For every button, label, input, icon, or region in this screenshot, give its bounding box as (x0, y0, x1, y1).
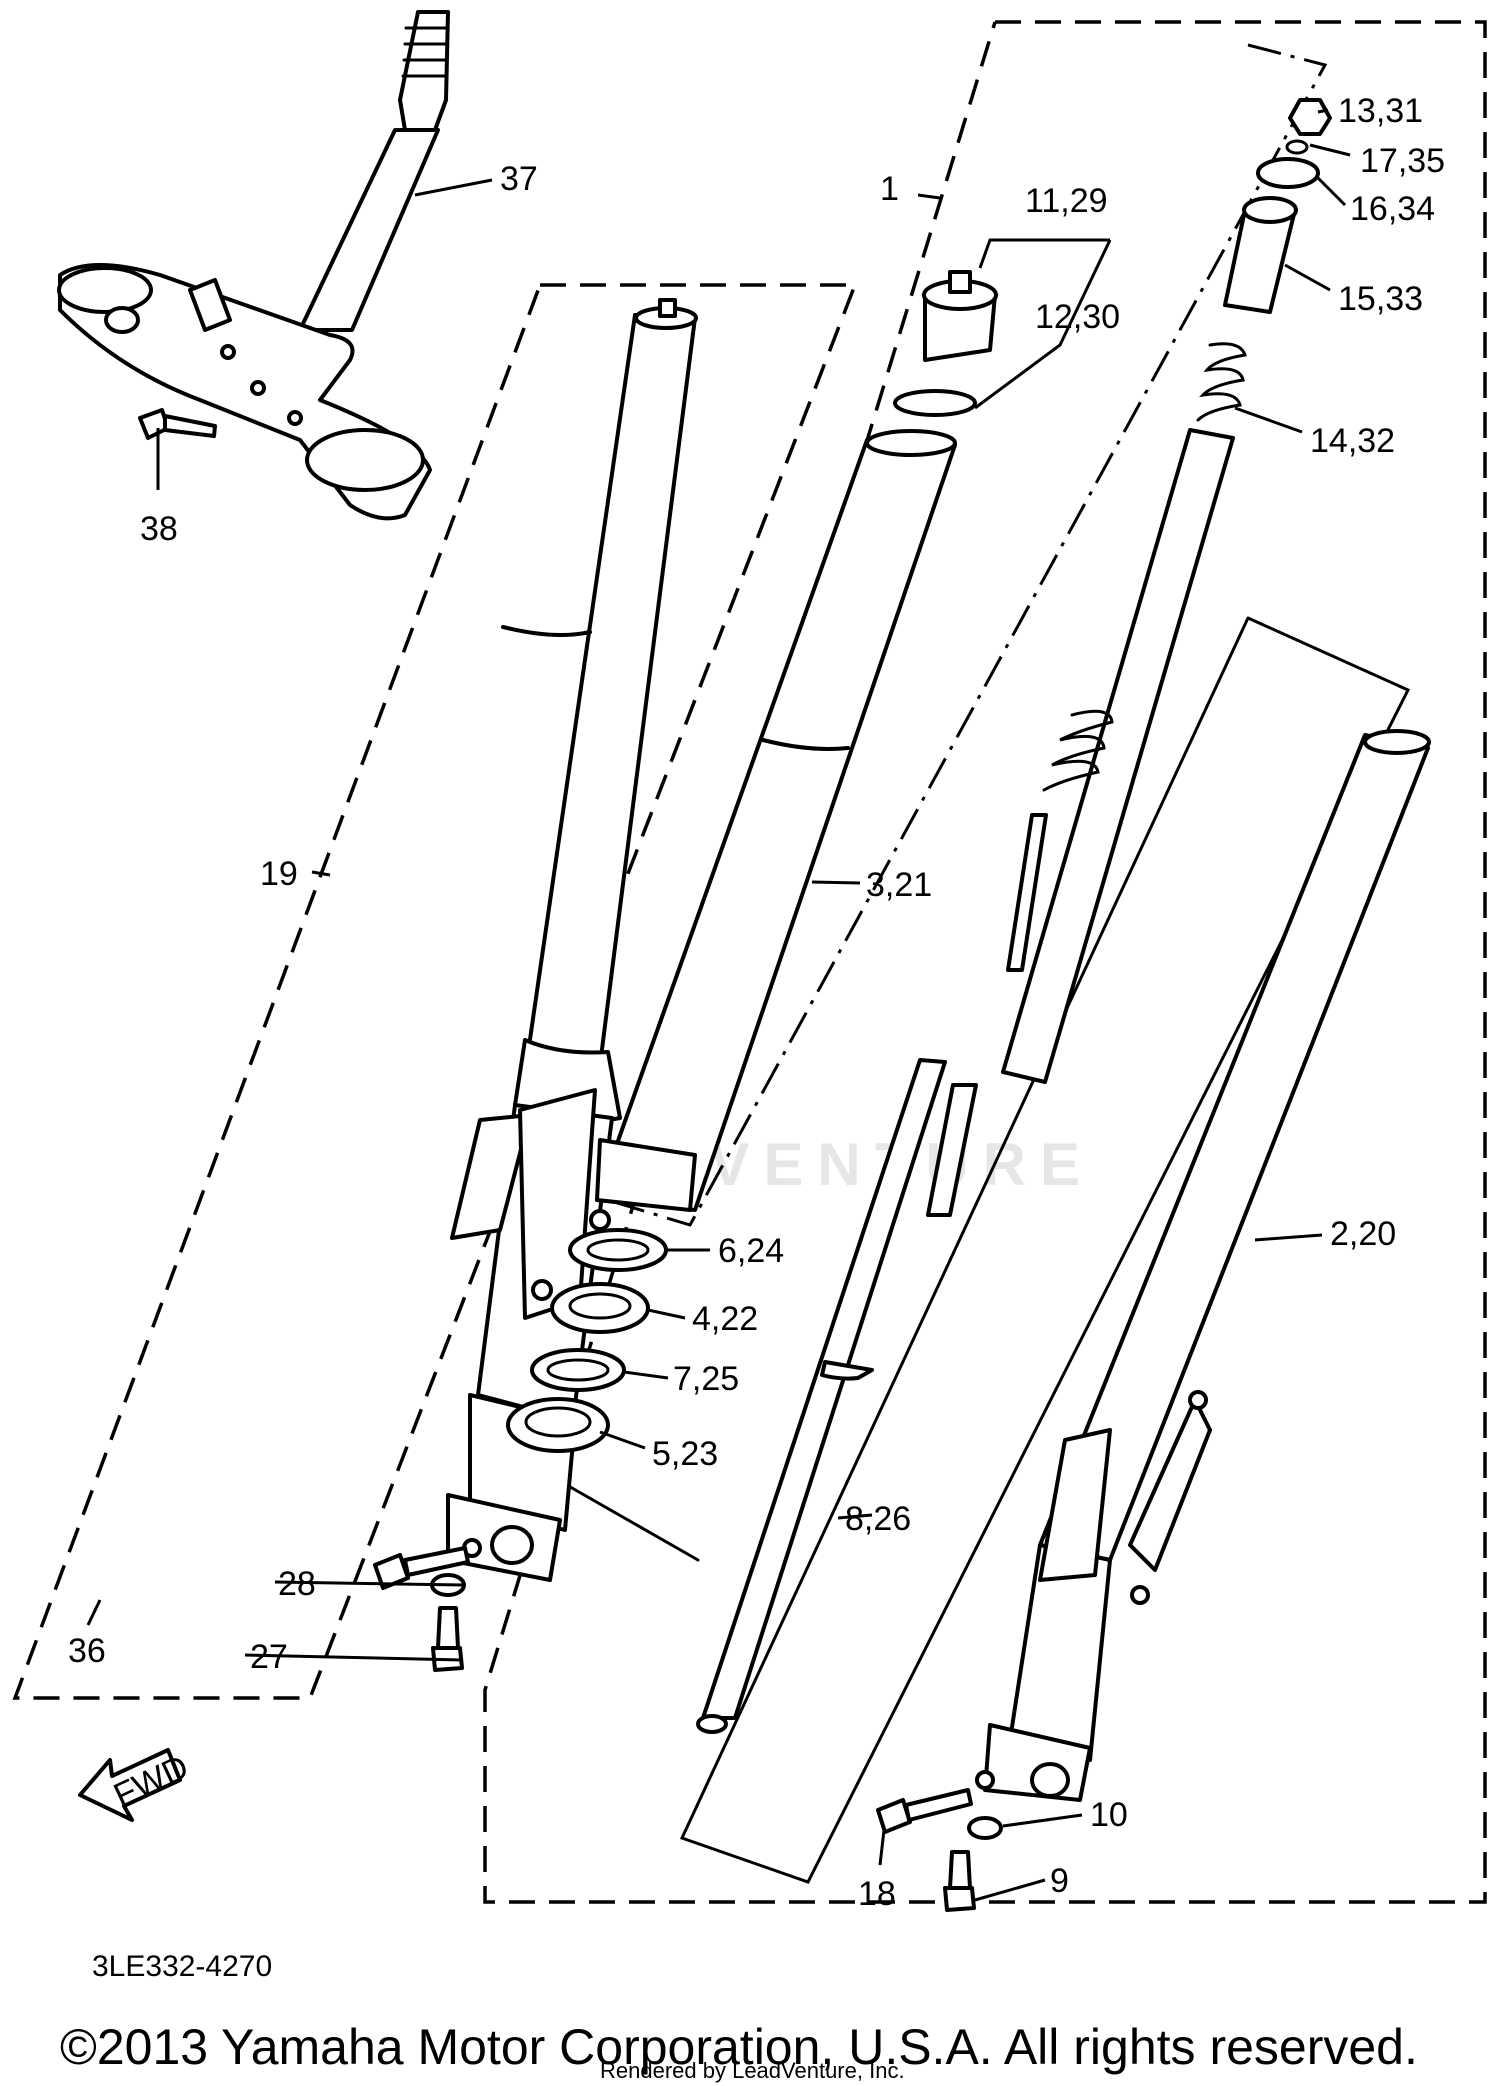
label-15-33: 15,33 (1338, 280, 1423, 318)
collar-16 (1256, 157, 1320, 189)
label-8-26: 8,26 (845, 1500, 911, 1538)
label-11-29: 11,29 (1025, 182, 1108, 220)
clip-17 (1285, 139, 1309, 155)
label-3-21: 3,21 (866, 866, 932, 904)
label-12-30: 12,30 (1035, 298, 1120, 336)
diagram-part-code: 3LE332-4270 (92, 1950, 273, 1983)
label-17-35: 17,35 (1360, 142, 1445, 180)
o-ring-12 (893, 389, 977, 417)
nut-13 (1288, 98, 1332, 136)
label-28: 28 (278, 1565, 316, 1603)
label-14-32: 14,32 (1310, 422, 1395, 460)
washer-10 (967, 1816, 1003, 1840)
leader-lines (86, 108, 1351, 1902)
steering-stem-37 (57, 10, 450, 521)
label-1: 1 (880, 170, 899, 208)
label-18: 18 (858, 1875, 896, 1913)
cap-bolt-11 (922, 270, 998, 362)
label-36: 36 (68, 1632, 106, 1670)
label-13-31: 13,31 (1338, 92, 1423, 130)
assembly-boundary-1 (483, 20, 1487, 1904)
bolt-9 (943, 1850, 976, 1912)
oil-seal-4 (550, 1282, 650, 1334)
damper-rod-8 (696, 813, 1048, 1734)
label-7-25: 7,25 (673, 1360, 739, 1398)
label-6-24: 6,24 (718, 1232, 784, 1270)
spacer-15 (1223, 196, 1298, 314)
rendered-by-note: Rendered by LeadVenture, Inc. (600, 2058, 905, 2083)
label-38: 38 (140, 510, 178, 548)
label-27: 27 (250, 1638, 288, 1676)
outer-tube-2 (975, 729, 1431, 1802)
label-37: 37 (500, 160, 538, 198)
spring-14 (1001, 342, 1247, 1084)
group-bracket-2 (679, 616, 1411, 1884)
seal-6 (568, 1228, 668, 1272)
label-2-20: 2,20 (1330, 1215, 1396, 1253)
bolt-38 (138, 408, 217, 440)
label-16-34: 16,34 (1350, 190, 1435, 228)
label-9: 9 (1050, 1862, 1069, 1900)
label-5-23: 5,23 (652, 1435, 718, 1473)
bolt-36 (373, 1546, 470, 1590)
spring-lower-14 (1042, 709, 1114, 792)
bolt-18 (876, 1788, 973, 1834)
inner-tube-3 (595, 429, 957, 1212)
dust-seal-5 (506, 1397, 610, 1453)
assembly-boundary-19 (12, 283, 858, 1700)
washer-7 (530, 1348, 626, 1392)
label-4-22: 4,22 (692, 1300, 758, 1338)
fwd-arrow-icon: FWD (78, 1748, 194, 1822)
label-19: 19 (260, 855, 298, 893)
copyright-notice: ©2013 Yamaha Motor Corporation, U.S.A. A… (60, 2019, 1418, 2075)
label-10: 10 (1090, 1796, 1128, 1834)
